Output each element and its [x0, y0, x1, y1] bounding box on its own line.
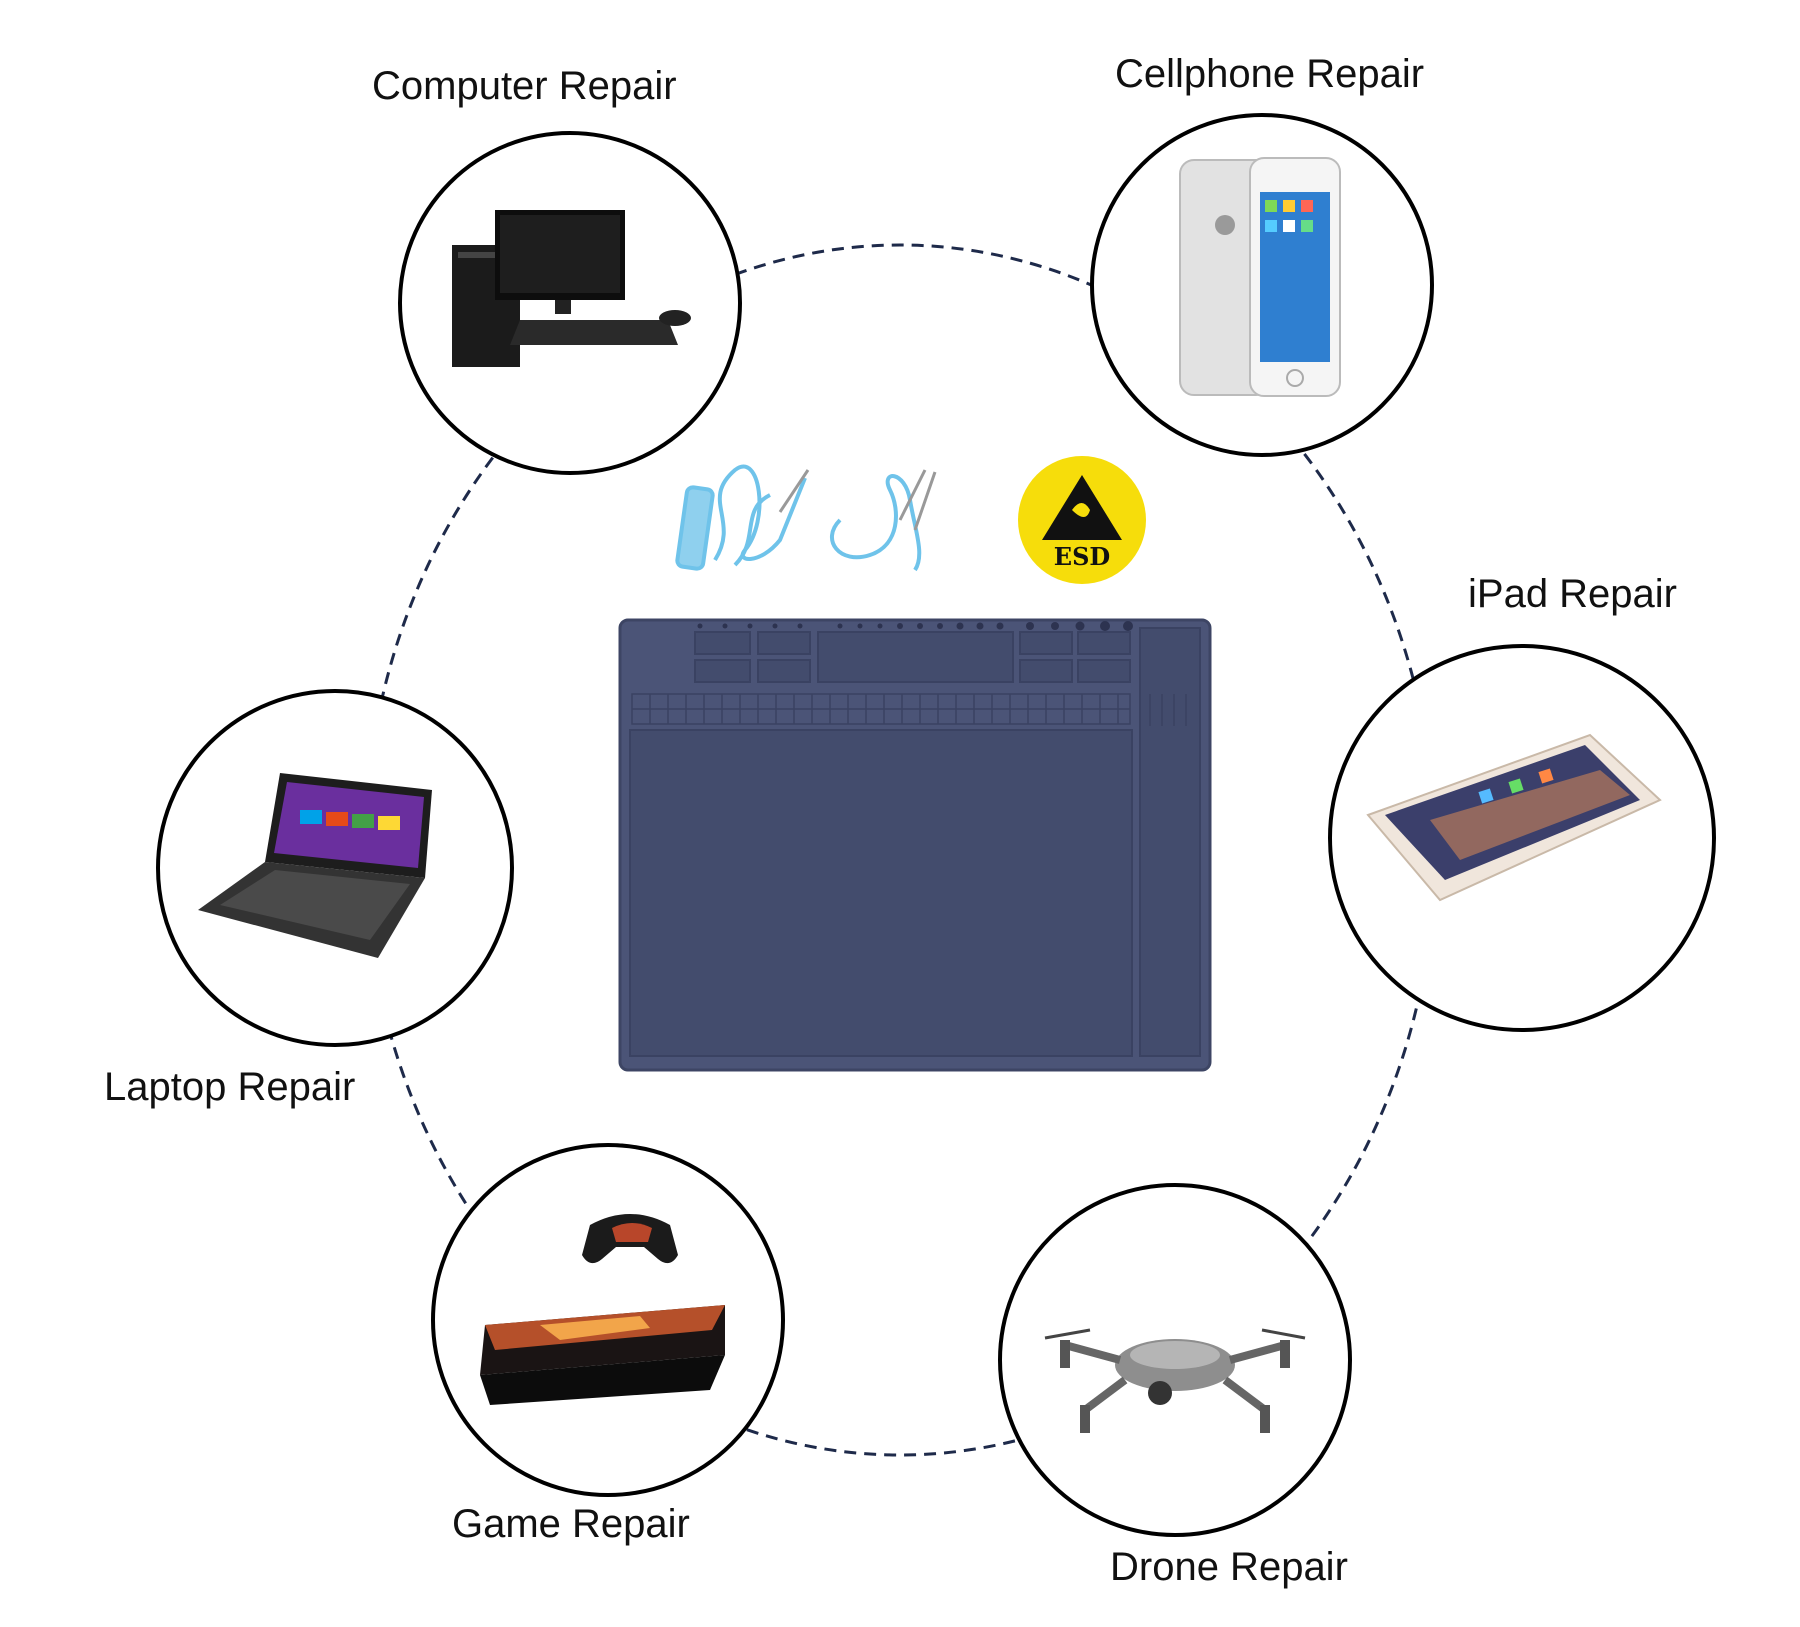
drone-icon [1044, 1328, 1306, 1433]
game-repair-label: Game Repair [452, 1502, 690, 1546]
tablet-icon [1366, 733, 1662, 902]
laptop-repair-card [156, 689, 514, 1047]
desktop-computer-icon [452, 210, 691, 367]
drone-repair-label: Drone Repair [1110, 1545, 1348, 1589]
laptop-icon [198, 773, 432, 958]
drone-repair-card [998, 1183, 1352, 1537]
game-console-icon [480, 1214, 725, 1405]
ipad-repair-card [1328, 644, 1716, 1032]
esd-warning-icon [1042, 475, 1122, 540]
computer-repair-label: Computer Repair [372, 64, 677, 108]
antistatic-wrist-strap-icon [675, 464, 810, 571]
ipad-repair-label: iPad Repair [1468, 572, 1678, 616]
grounding-cord-icon [829, 469, 937, 572]
smartphone-icon [1179, 157, 1341, 397]
game-repair-card [431, 1143, 785, 1497]
cellphone-repair-card [1090, 113, 1434, 457]
computer-repair-card [398, 131, 742, 475]
esd-badge: ESD [1018, 456, 1146, 584]
repair-mat-icon [618, 618, 1212, 1072]
laptop-repair-label: Laptop Repair [104, 1065, 356, 1109]
cellphone-repair-label: Cellphone Repair [1115, 52, 1425, 96]
esd-badge-label: ESD [1054, 542, 1110, 571]
